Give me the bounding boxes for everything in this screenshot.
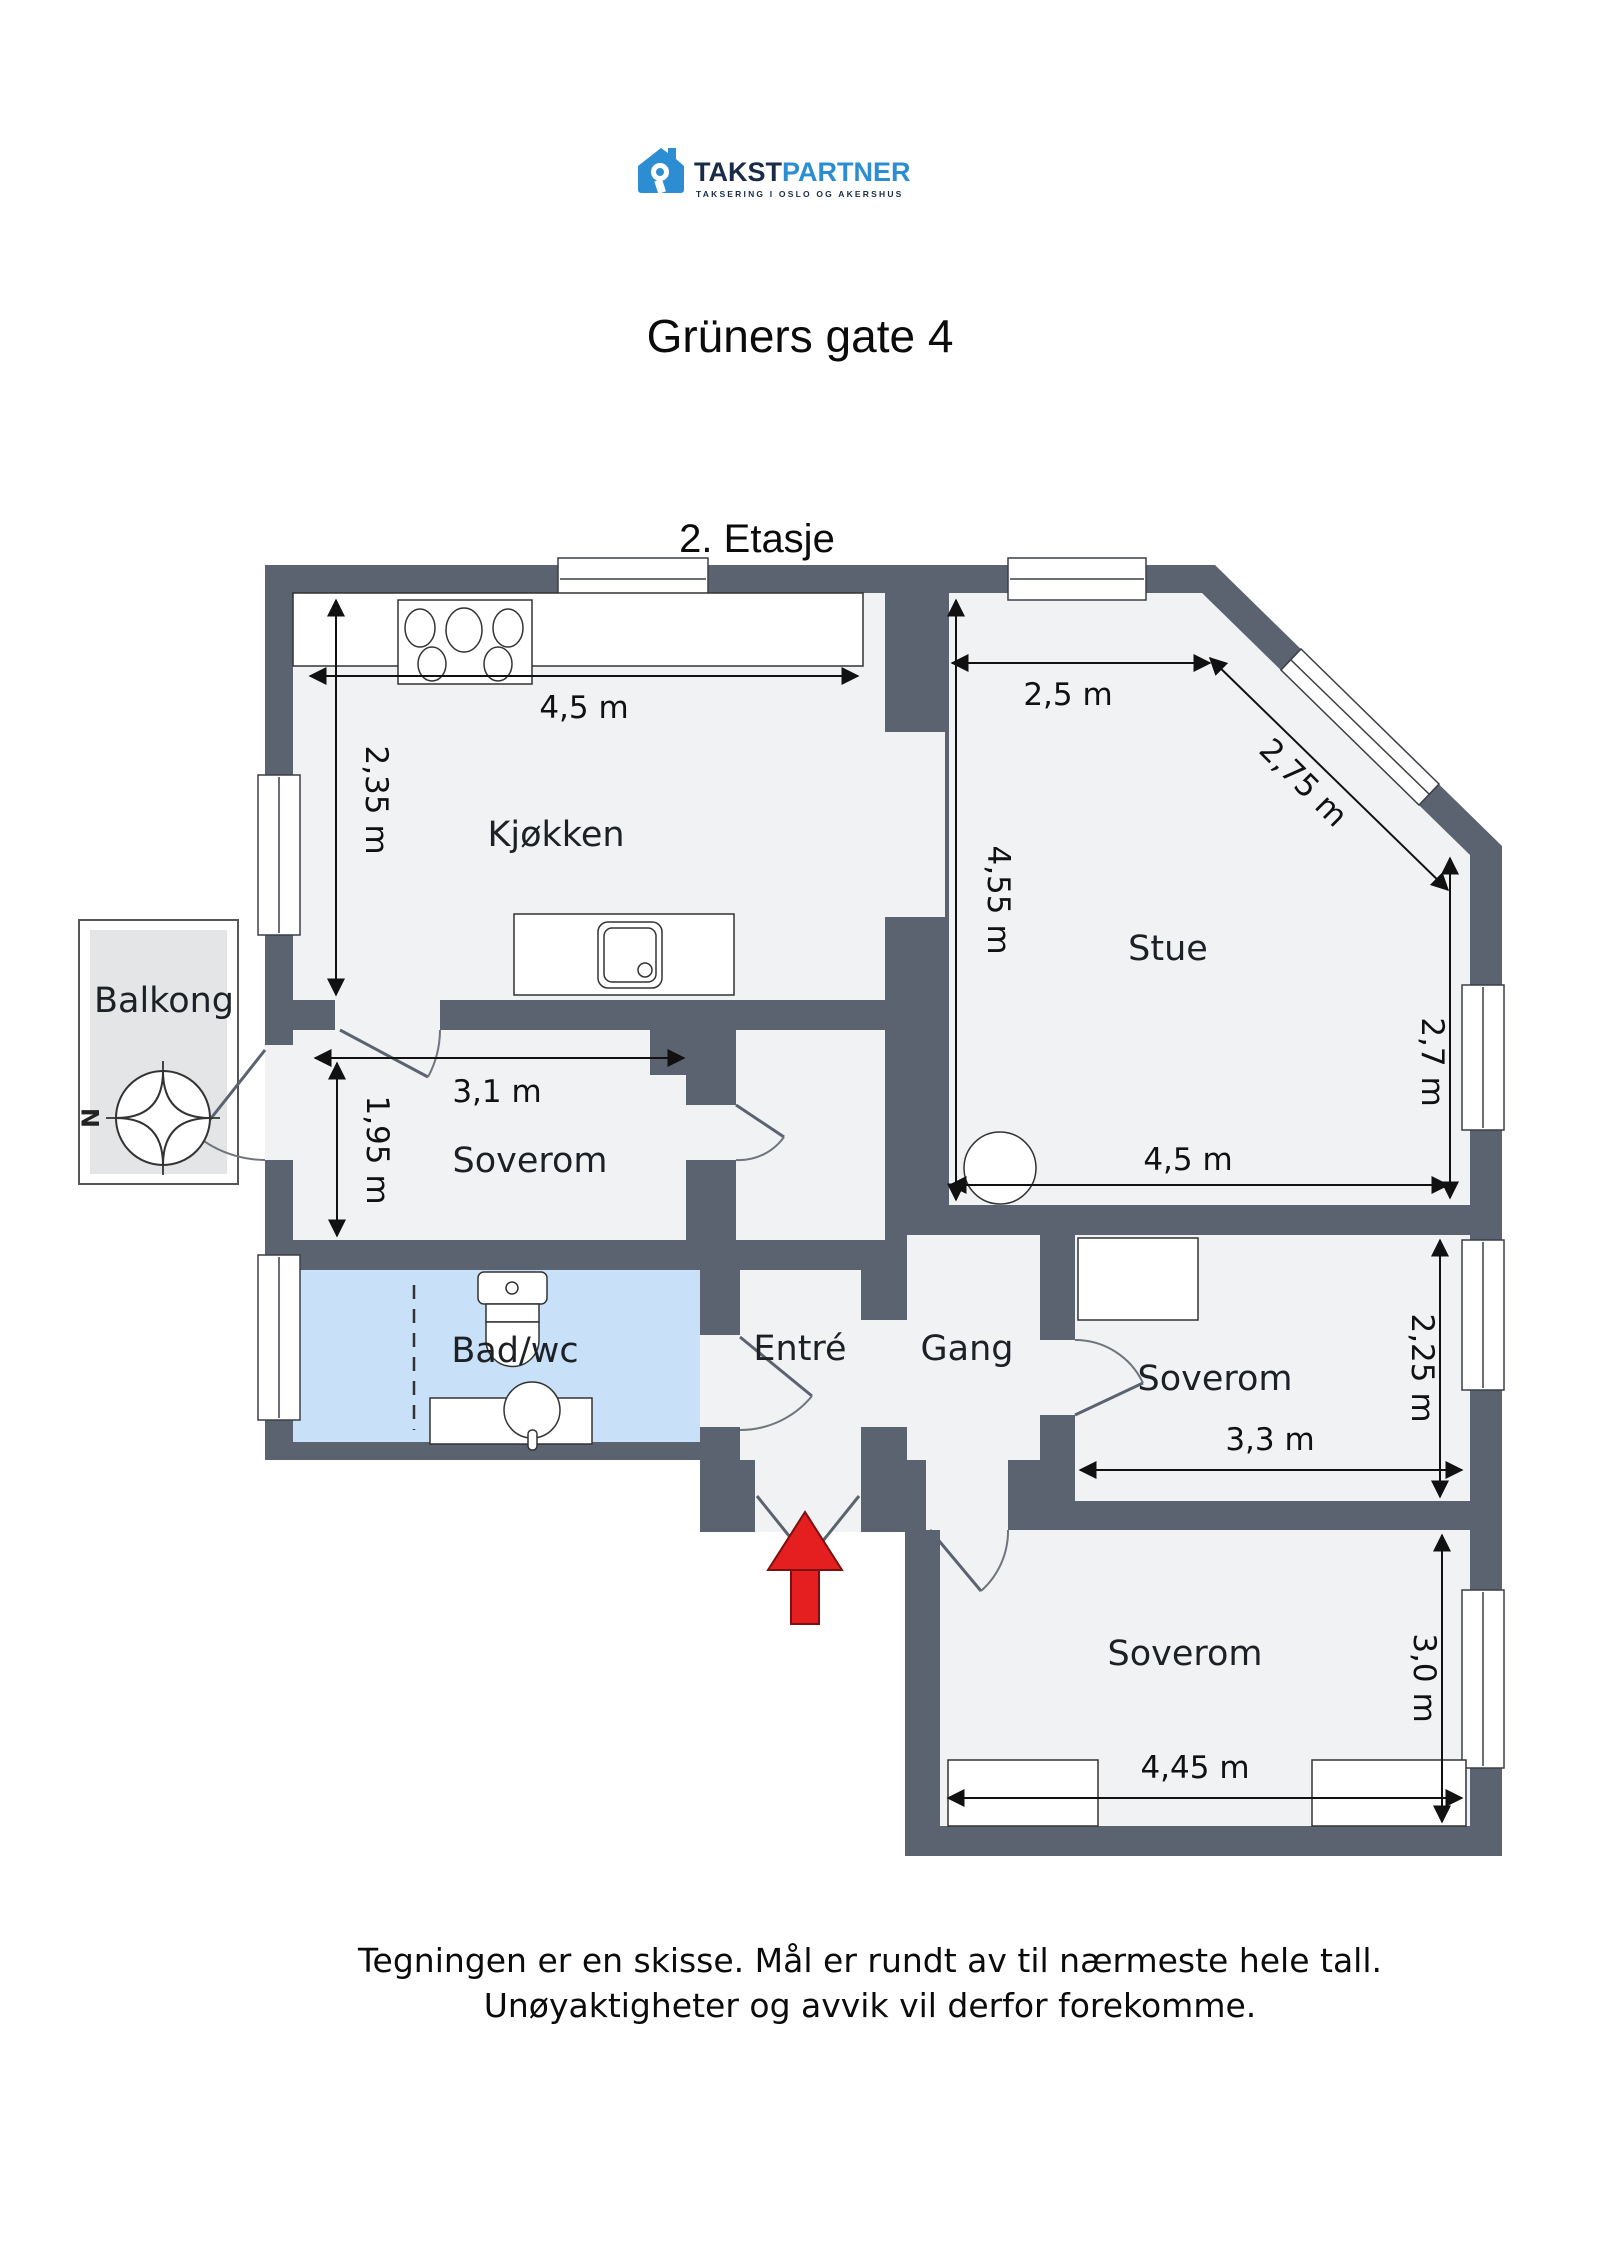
dim-soverom2-height: 2,25 m [1404, 1313, 1440, 1422]
doorgap-gang-soverom3 [926, 1460, 1008, 1530]
logo-brand-text: TAKSTPARTNER [694, 157, 911, 187]
dim-soverom3-width: 4,45 m [1140, 1750, 1249, 1786]
dimline-stue-diagonal [1208, 656, 1450, 892]
closet-soverom3-left [947, 1759, 1099, 1827]
logo-house-window-center [656, 168, 664, 176]
entrance-arrow-shaft [790, 1569, 820, 1625]
kitchen-sink-inner [603, 927, 657, 983]
room-label-gang: Gang [921, 1329, 1014, 1369]
opening-kjokken-stue [885, 732, 945, 917]
logo-tagline: TAKSERING I OSLO OG AKERSHUS [696, 189, 904, 199]
floor-label: 2. Etasje [679, 517, 835, 561]
dim-kjokken-height: 2,35 m [358, 745, 394, 854]
doorgap-gang-soverom2 [1040, 1340, 1075, 1415]
doorgap-badwc-entre [700, 1335, 740, 1427]
closet-strip-floor [736, 1030, 885, 1240]
room-label-soverom1: Soverom [452, 1141, 607, 1181]
closet-soverom2 [1077, 1237, 1199, 1321]
compass-north-label: N [77, 1108, 105, 1128]
room-label-entre: Entré [753, 1329, 846, 1369]
door-gang-soverom3 [928, 1529, 983, 1592]
footer-line2: Unøyaktigheter og avvik vil derfor forek… [484, 1986, 1257, 2025]
dimensions: 4,5 m 2,35 m 3,1 m 1,95 m 2,5 m 2,75 m 4… [308, 598, 1464, 1824]
vanity-faucet [527, 1429, 538, 1451]
stove-burner [445, 607, 483, 653]
room-label-balkong: Balkong [94, 981, 234, 1021]
dim-soverom1-height: 1,95 m [359, 1095, 395, 1204]
dim-stue-width: 4,5 m [1143, 1142, 1232, 1178]
page-title: Grüners gate 4 [647, 310, 954, 362]
compass-star [115, 1070, 211, 1166]
logo: TAKSTPARTNER TAKSERING I OSLO OG AKERSHU… [638, 148, 911, 199]
opening-entre-gang [861, 1320, 907, 1427]
bathroom-fixtures [412, 1271, 593, 1451]
toilet-base [485, 1303, 540, 1323]
room-label-stue: Stue [1128, 929, 1208, 969]
toilet-bowl [485, 1321, 540, 1368]
kitchen-sink [597, 921, 663, 989]
room-label-kjokken: Kjøkken [487, 815, 624, 855]
dim-kjokken-width: 4,5 m [539, 690, 628, 726]
toilet-flush [505, 1281, 519, 1295]
room-gang-floor [907, 1235, 1040, 1460]
doorgap-balcony [265, 1045, 293, 1160]
room-label-badwc: Bad/wc [451, 1331, 578, 1371]
stove-burner [404, 608, 436, 648]
room-label-soverom3: Soverom [1107, 1634, 1262, 1674]
kitchen-counter [292, 592, 864, 667]
room-label-soverom2: Soverom [1137, 1359, 1292, 1399]
door-soverom1-closet [735, 1103, 785, 1139]
doorgap-soverom1-closet [686, 1105, 736, 1160]
dim-soverom2-width: 3,3 m [1225, 1422, 1314, 1458]
room-labels: Kjøkken Stue Soverom Balkong Bad/wc Entr… [94, 815, 1293, 1674]
stue-chimney-circle [963, 1131, 1037, 1205]
footer-line1: Tegningen er en skisse. Mål er rundt av … [357, 1941, 1382, 1980]
room-soverom1-floor [293, 1030, 686, 1240]
doorgap-kjokken-soverom1 [335, 1000, 440, 1030]
kitchen-fixtures [292, 592, 864, 996]
dim-stue-right: 2,7 m [1414, 1017, 1450, 1106]
door-gang-soverom2 [1074, 1381, 1144, 1417]
logo-house-door [654, 179, 666, 194]
kitchen-sink-drain [637, 962, 653, 978]
dim-stue-top: 2,5 m [1023, 677, 1112, 713]
dim-stue-height: 4,55 m [980, 845, 1016, 954]
compass: N [77, 1061, 220, 1175]
dim-soverom1-width: 3,1 m [452, 1074, 541, 1110]
door-badwc [739, 1335, 813, 1398]
entrance-arrow [766, 1510, 844, 1625]
stove-burner [492, 608, 524, 648]
dim-soverom3-height: 3,0 m [1406, 1633, 1442, 1722]
